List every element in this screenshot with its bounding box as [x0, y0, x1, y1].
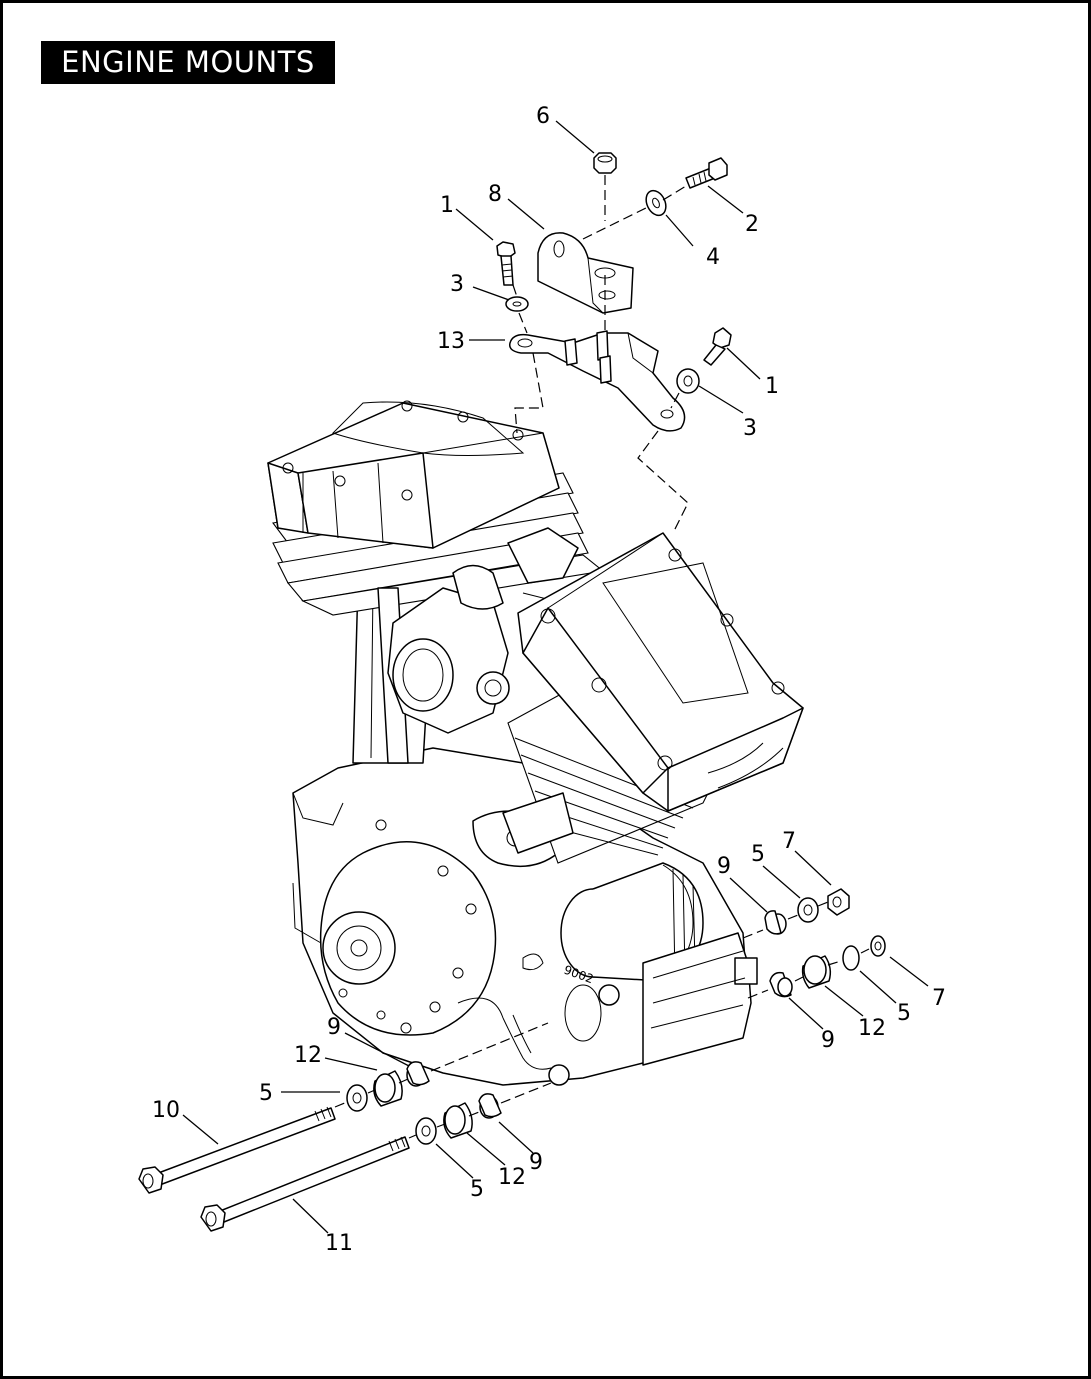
bushing-12-front-lower: [443, 1102, 473, 1139]
callout-label: 13: [437, 329, 465, 354]
top-bracket-8: [537, 232, 634, 314]
callout-label: 3: [743, 416, 757, 441]
front-cylinder: [267, 400, 605, 764]
spacer-9-front-upper: [406, 1061, 430, 1087]
title-banner: ENGINE MOUNTS: [41, 41, 335, 84]
bolt-10: [138, 1106, 336, 1194]
washer-7-lower-right: [870, 935, 886, 957]
washer-5-upper-right: [797, 897, 819, 923]
lower-bracket-13: [508, 330, 686, 432]
nut-7-upper-right: [827, 888, 850, 916]
callout-label: 1: [440, 193, 454, 218]
callout-label: 9: [821, 1028, 835, 1053]
callout-label: 5: [897, 1001, 911, 1026]
callout-label: 12: [294, 1043, 322, 1068]
top-mount-hardware: [496, 152, 732, 534]
leader-lines: [182, 120, 929, 1234]
callout-label: 5: [259, 1081, 273, 1106]
callout-label: 12: [858, 1016, 886, 1041]
callout-label: 3: [450, 272, 464, 297]
callout-label: 9: [529, 1150, 543, 1175]
callout-label: 12: [498, 1165, 526, 1190]
engine-mounts-illustration: 9002: [138, 104, 946, 1256]
callout-labels: 6 8 2 1 4 3 13 1 3 9 5 7 7 5 12 9 9 12 5…: [152, 104, 946, 1256]
callout-label: 6: [536, 104, 550, 129]
callout-label: 8: [488, 182, 502, 207]
washer-5-front-lower: [415, 1117, 437, 1145]
washer-3-right: [676, 368, 700, 394]
page-title: ENGINE MOUNTS: [61, 45, 315, 79]
washer-5-lower-right: [842, 945, 860, 971]
callout-label: 5: [470, 1177, 484, 1202]
callout-label: 10: [152, 1098, 180, 1123]
washer-3-left: [505, 296, 529, 312]
right-mount-hardware: [742, 888, 886, 999]
callout-label: 7: [782, 829, 796, 854]
spacer-9-lower-right: [769, 971, 793, 998]
bolt-2: [685, 157, 728, 189]
washer-4: [645, 189, 667, 217]
bushing-12-lower-right: [801, 955, 832, 989]
callout-label: 9: [717, 854, 731, 879]
bolt-11: [200, 1136, 410, 1232]
callout-label: 2: [745, 212, 759, 237]
washer-5-front-upper: [346, 1084, 368, 1112]
bolt-1-left: [496, 241, 516, 286]
callout-label: 9: [327, 1015, 341, 1040]
rear-cylinder: [502, 532, 804, 864]
front-mount-hardware: [138, 1022, 552, 1232]
callout-label: 11: [325, 1231, 353, 1256]
spacer-9-upper-right: [764, 910, 787, 935]
flange-nut-6: [593, 152, 617, 174]
throttle-body: [387, 527, 579, 734]
bolt-1-right: [703, 327, 732, 366]
callout-label: 4: [706, 245, 720, 270]
callout-label: 5: [751, 842, 765, 867]
callout-label: 1: [765, 374, 779, 399]
bushing-12-front-upper: [373, 1070, 403, 1107]
spacer-9-front-lower: [478, 1093, 502, 1119]
engine-assembly: 9002: [267, 400, 804, 1086]
callout-label: 7: [932, 986, 946, 1011]
